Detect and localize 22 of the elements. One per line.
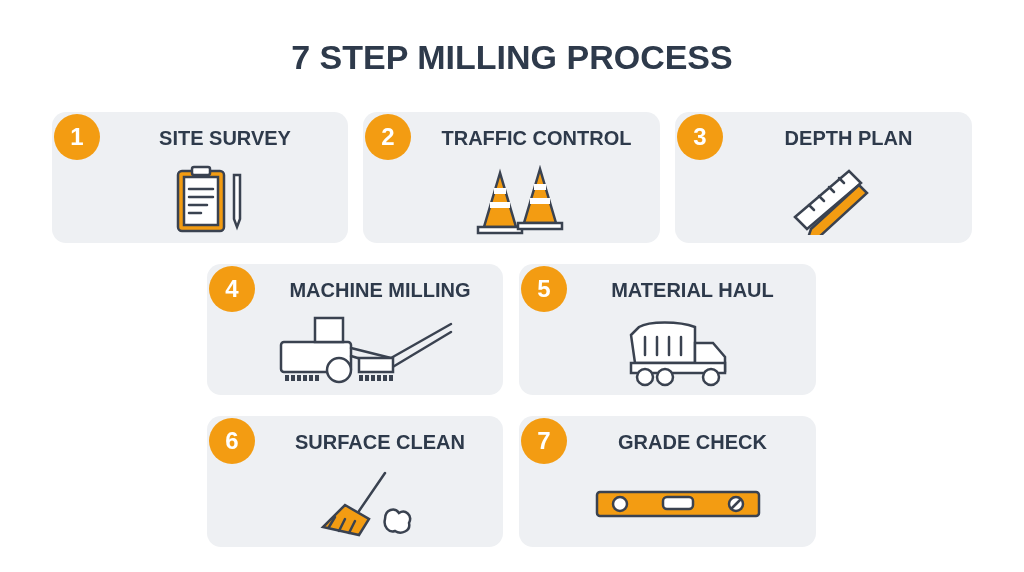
step-heading: SITE SURVEY: [158, 127, 292, 150]
step-number-circle: 2: [365, 114, 411, 160]
step-number-circle: 1: [54, 114, 100, 160]
step-card: [207, 416, 503, 547]
step-heading: MACHINE MILLING: [288, 279, 472, 302]
step-card: [519, 264, 816, 395]
step-heading: SURFACE CLEAN: [294, 431, 466, 454]
step-number-circle: 7: [521, 418, 567, 464]
step-heading: TRAFFIC CONTROL: [440, 127, 633, 150]
step-card: [207, 264, 503, 395]
step-heading: MATERIAL HAUL: [610, 279, 775, 302]
step-number-circle: 5: [521, 266, 567, 312]
step-heading: GRADE CHECK: [617, 431, 768, 454]
step-card: [519, 416, 816, 547]
step-card: [363, 112, 660, 243]
step-card: [675, 112, 972, 243]
step-number-circle: 6: [209, 418, 255, 464]
step-heading: DEPTH PLAN: [783, 127, 914, 150]
step-card: [52, 112, 348, 243]
diagram-title: 7 STEP MILLING PROCESS: [290, 38, 734, 77]
step-number-circle: 4: [209, 266, 255, 312]
step-number-circle: 3: [677, 114, 723, 160]
